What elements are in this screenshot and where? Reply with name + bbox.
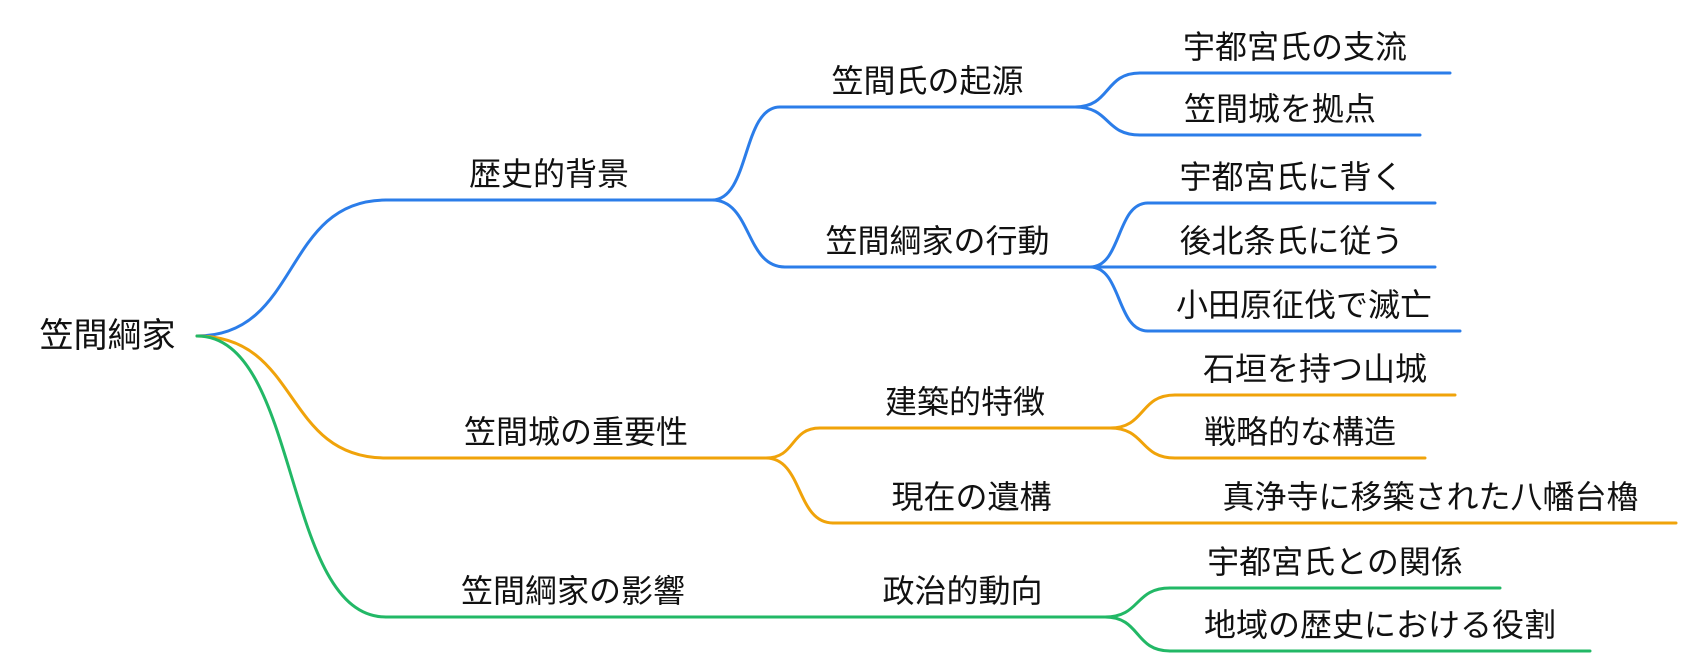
node-yagura[interactable]: 真浄寺に移築された八幡台櫓	[1222, 479, 1639, 515]
node-relation[interactable]: 宇都宮氏との関係	[1207, 544, 1463, 580]
edge-actions-betray	[1088, 201, 1150, 269]
node-strategic[interactable]: 戦略的な構造	[1203, 414, 1396, 450]
node-remains[interactable]: 現在の遺構	[891, 479, 1052, 515]
edge-architecture-strategic	[1108, 426, 1177, 460]
node-history[interactable]: 歴史的背景	[468, 156, 629, 192]
node-architecture[interactable]: 建築的特徴	[884, 384, 1045, 420]
node-actions[interactable]: 笠間綱家の行動	[825, 223, 1050, 259]
edge-history-origin	[710, 105, 782, 202]
edge-architecture-stonewall	[1108, 393, 1177, 430]
node-stonewall[interactable]: 石垣を持つ山城	[1202, 351, 1427, 387]
edge-politics-role	[1103, 615, 1172, 653]
edge-root-history	[195, 198, 388, 338]
node-kasama-base[interactable]: 笠間城を拠点	[1183, 91, 1376, 127]
edge-root-influence	[195, 334, 388, 619]
node-root[interactable]: 笠間綱家	[39, 317, 176, 355]
edge-origin-kasama-base	[1073, 105, 1142, 137]
edge-castle-remains	[764, 456, 835, 525]
node-influence[interactable]: 笠間綱家の影響	[460, 573, 685, 609]
edge-origin-utsunomiya-branch	[1073, 71, 1142, 109]
node-hojo[interactable]: 後北条氏に従う	[1179, 223, 1404, 259]
edge-politics-relation	[1103, 586, 1172, 619]
node-odawara[interactable]: 小田原征伐で滅亡	[1175, 287, 1432, 323]
node-castle[interactable]: 笠間城の重要性	[463, 414, 688, 450]
node-utsunomiya-branch[interactable]: 宇都宮氏の支流	[1182, 29, 1407, 65]
node-role[interactable]: 地域の歴史における役割	[1203, 607, 1556, 643]
node-origin[interactable]: 笠間氏の起源	[831, 63, 1024, 99]
edge-castle-architecture	[764, 426, 822, 460]
node-politics[interactable]: 政治的動向	[882, 573, 1043, 609]
edge-root-castle	[195, 334, 388, 460]
edge-actions-odawara	[1088, 265, 1150, 333]
node-betray[interactable]: 宇都宮氏に背く	[1179, 159, 1404, 195]
edge-history-actions	[710, 198, 787, 269]
